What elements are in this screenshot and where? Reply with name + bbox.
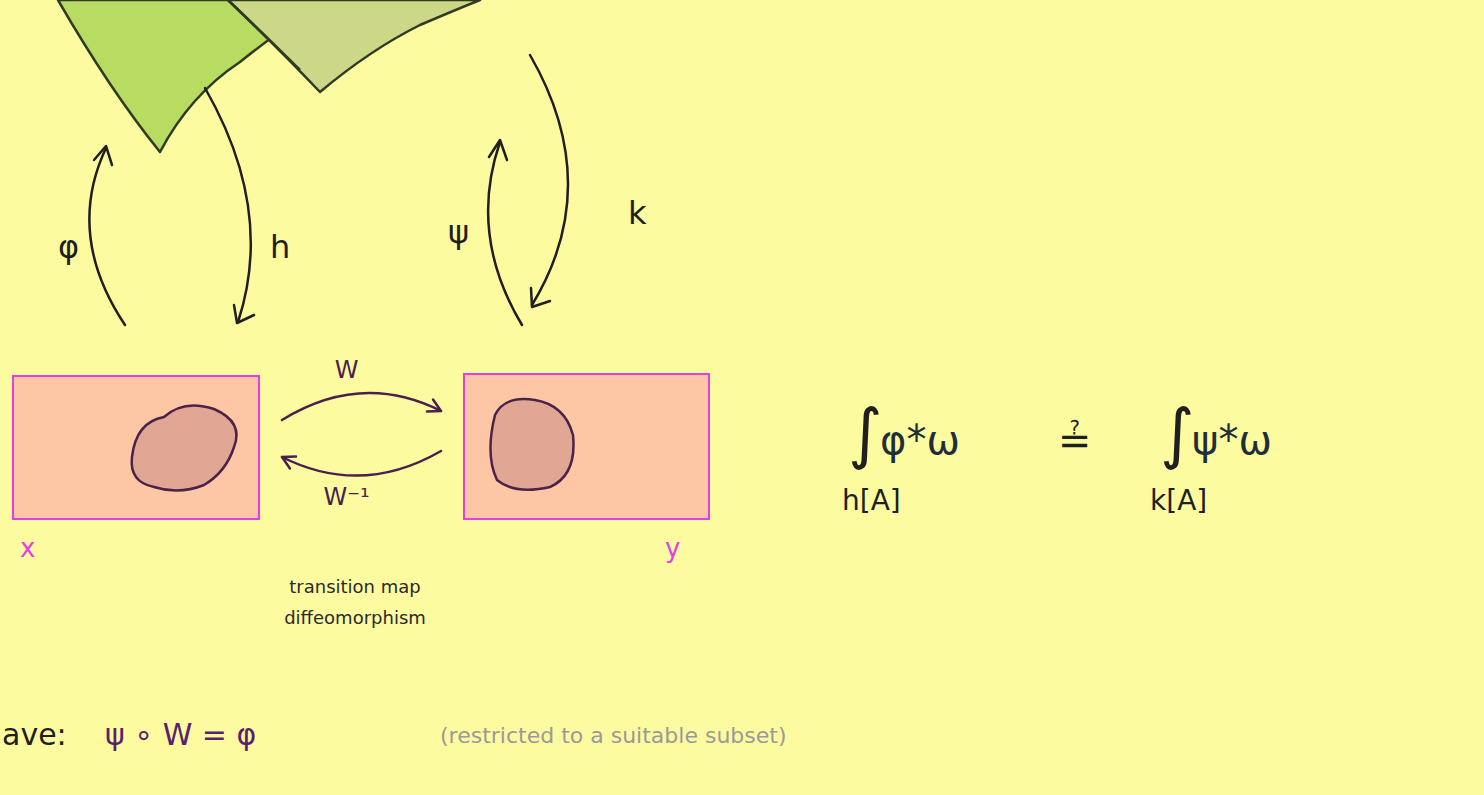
chart-arrow	[488, 142, 522, 325]
region-blob	[14, 377, 262, 522]
formula-text: (restricted to a suitable subset)	[440, 724, 787, 748]
chart-inverse-arrow	[530, 55, 568, 305]
domain-label: y	[665, 534, 680, 563]
formula-text: ψ	[448, 215, 469, 250]
formula-text: ≟	[1058, 418, 1092, 462]
region-blob	[465, 375, 712, 522]
chart-domain: y	[463, 373, 710, 520]
domain-label: x	[20, 534, 35, 563]
chart-inverse-arrow	[205, 88, 251, 322]
map-label: W	[335, 357, 359, 383]
chart-domain: x	[12, 375, 260, 520]
formula-text: ψ*ω	[1192, 418, 1272, 462]
surface-patch	[228, 0, 480, 92]
map-label: W⁻¹	[323, 484, 369, 510]
formula-text: transition map diffeomorphism	[280, 572, 430, 633]
formula-text: ave:	[2, 718, 67, 751]
formula-text: ∫	[848, 398, 882, 471]
formula-text: ∫	[1160, 398, 1194, 471]
formula-text: φ	[58, 230, 79, 265]
formula-text: ψ ∘ W = φ	[105, 718, 256, 751]
formula-text: k[A]	[1150, 486, 1207, 517]
transition-arrow	[282, 451, 441, 476]
chart-arrow	[89, 148, 125, 325]
formula-text: k	[628, 196, 647, 231]
formula-text: φ*ω	[880, 418, 960, 462]
formula-text: h	[270, 230, 290, 265]
formula-text: h[A]	[842, 486, 901, 517]
transition-arrow	[282, 393, 441, 420]
